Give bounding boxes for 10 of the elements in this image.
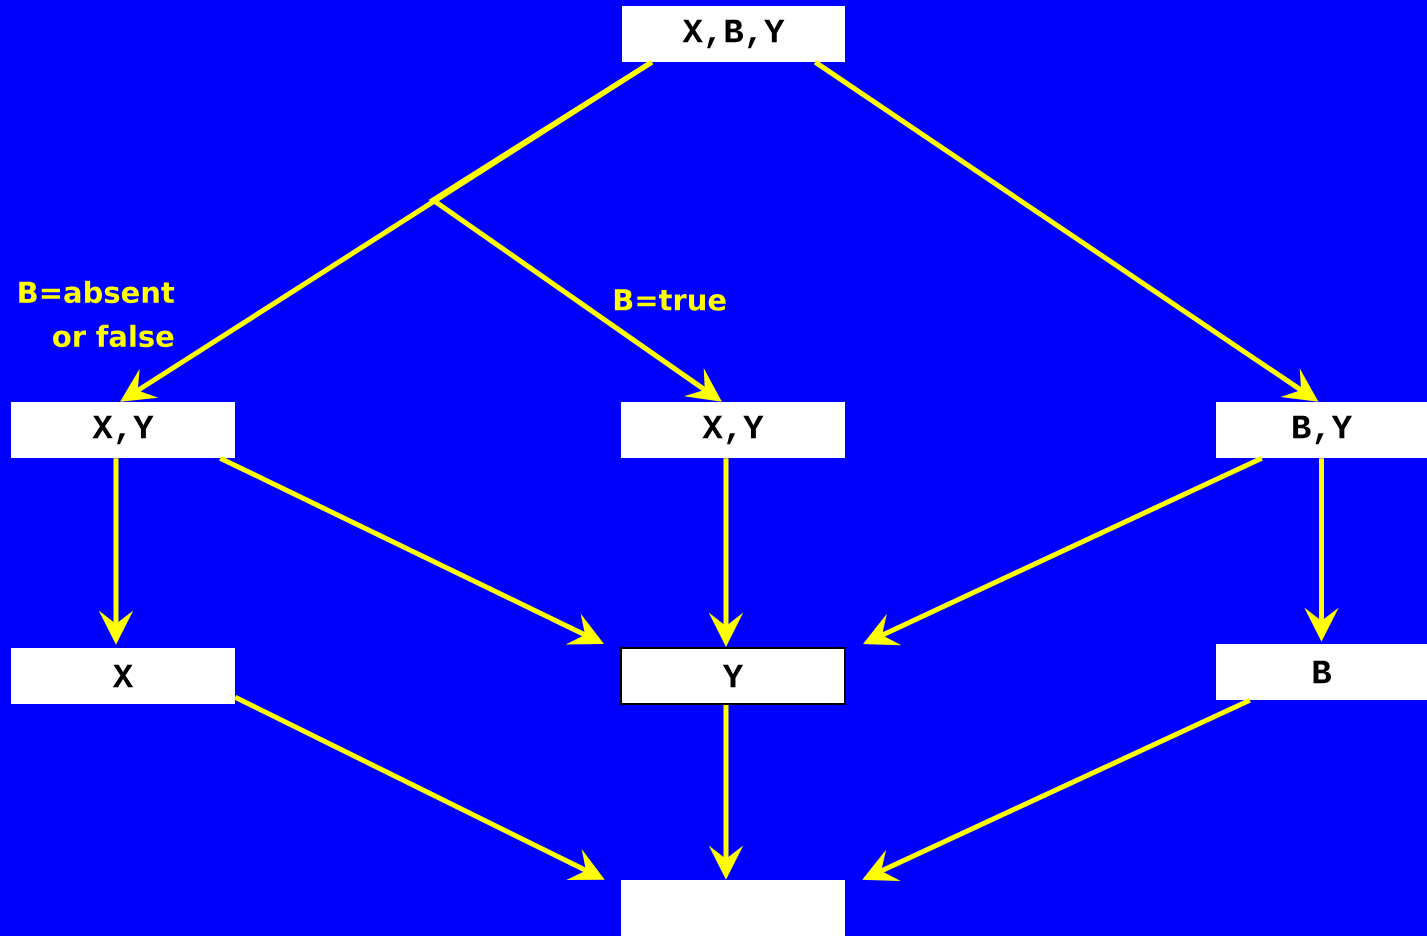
text-box: B — [1216, 644, 1427, 700]
empty-box — [621, 880, 845, 936]
text-box: X,B,Y — [622, 6, 845, 62]
text-box: X,Y — [11, 402, 235, 458]
text-box: X — [11, 648, 235, 704]
text-box: X,Y — [621, 402, 845, 458]
text-box: Y — [620, 647, 846, 705]
edge-label: B=true — [614, 289, 726, 311]
text-box: B,Y — [1216, 402, 1427, 458]
edge-label: B=absent or false — [19, 280, 175, 348]
